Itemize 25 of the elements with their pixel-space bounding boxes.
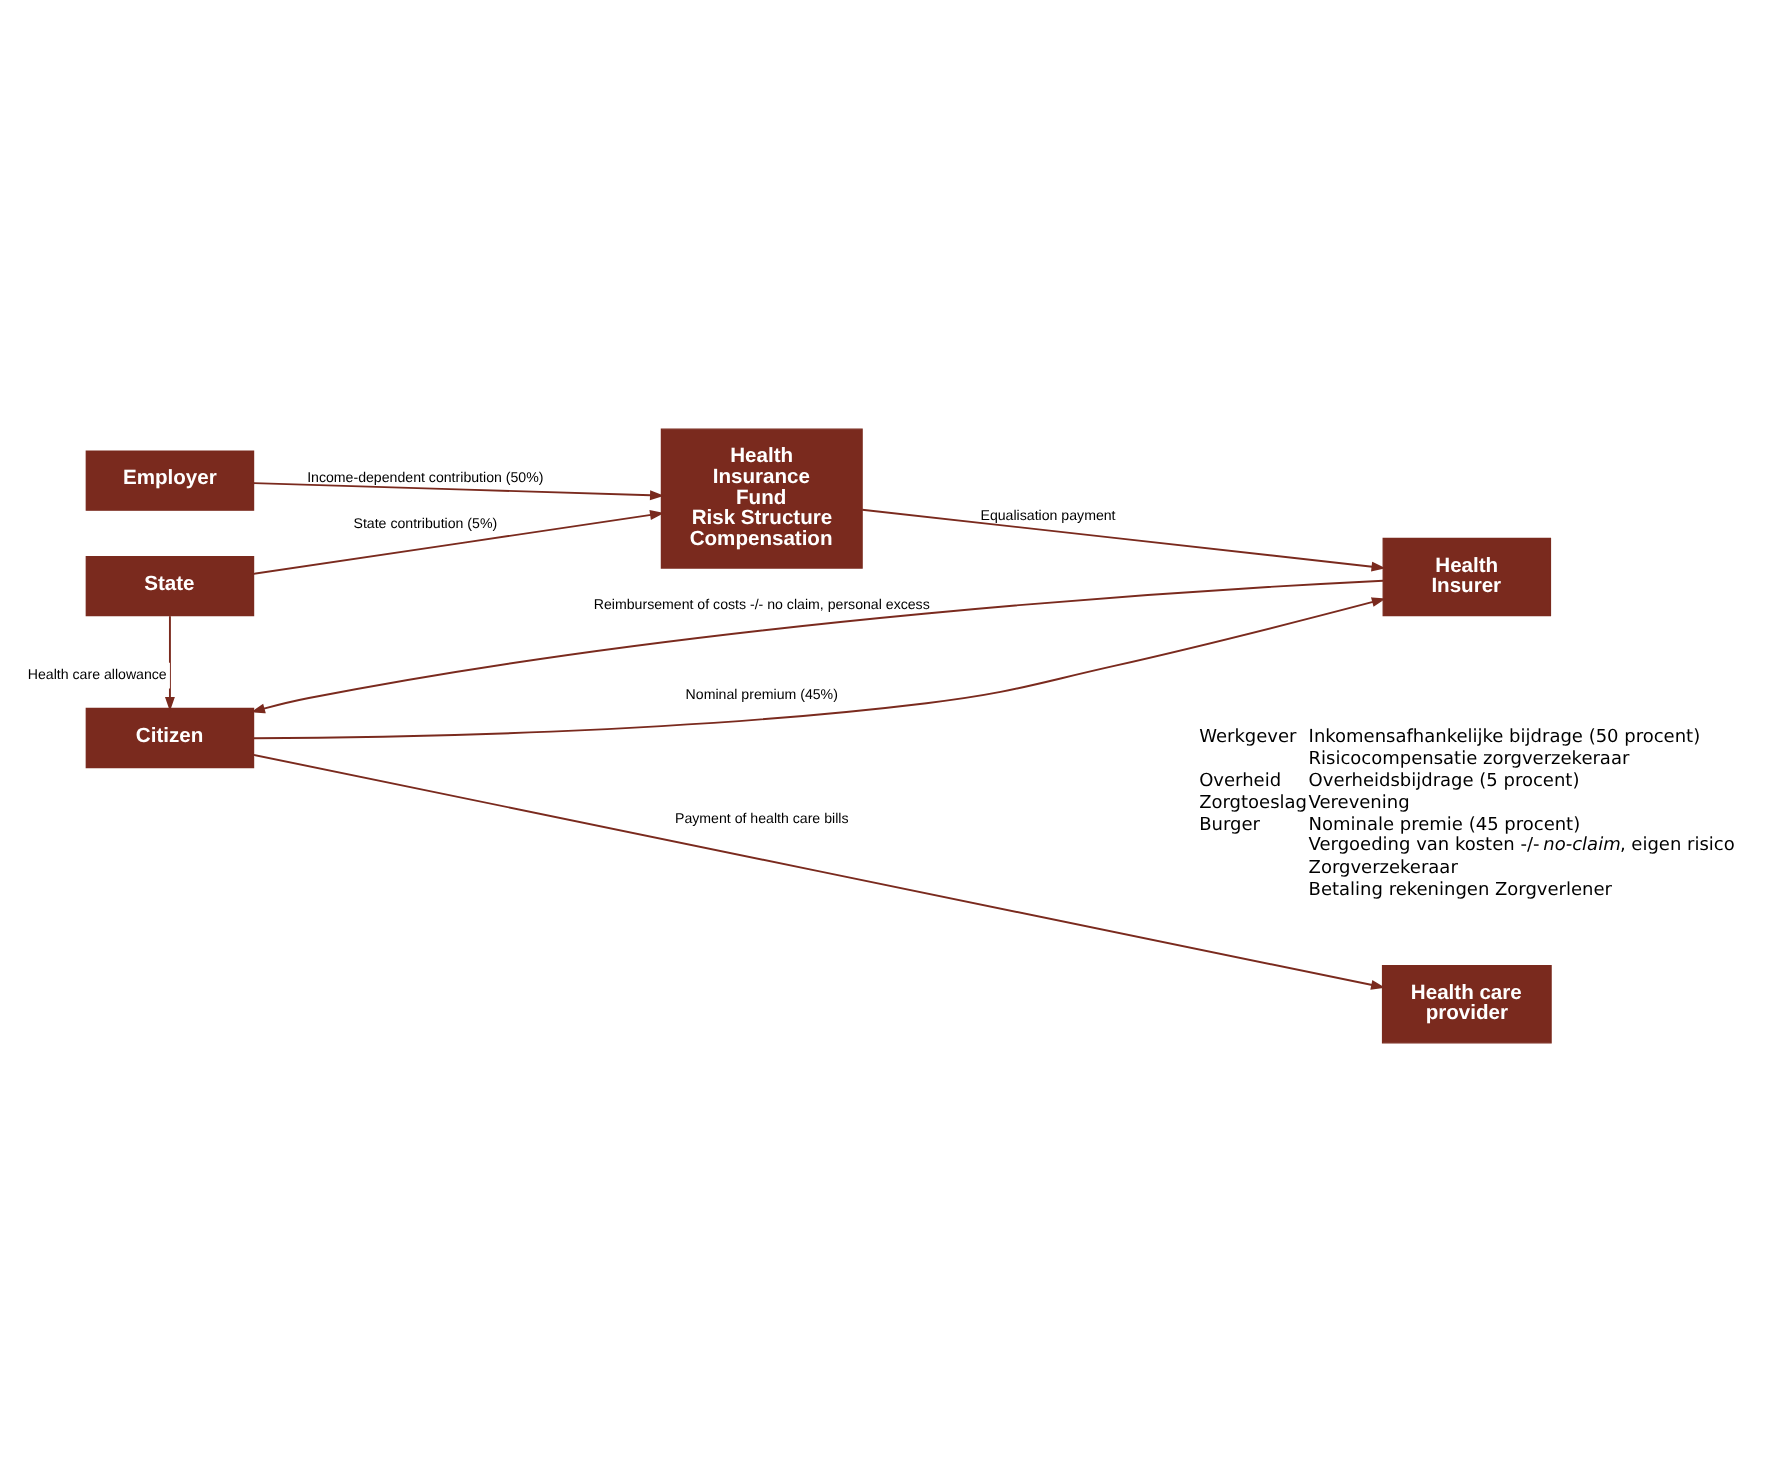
node-box: Health Insurance Fund Risk Structure Compensation [660,427,863,568]
node-box: Health Insurer [1382,536,1552,616]
arrow [252,596,1386,739]
arrow [164,614,175,711]
label: Overheidsbijdrage (5 procent) [1308,770,1580,791]
label: Inkomensafhankelijke bijdrage (50 procent) [1308,727,1701,748]
arrow [252,509,665,574]
label: Verevening [1308,792,1410,813]
label: Overheid [1199,770,1282,791]
label: Zorgverzekeraar [1308,858,1458,879]
arrow [250,578,1385,713]
label: Betaling rekeningen Zorgverlener [1308,880,1612,901]
label: Vergoeding van kosten -/- no-claim, eigen risico [1308,835,1735,856]
arrow [861,507,1386,571]
label: Nominale premie (45 procent) [1308,814,1581,835]
node-box: State [85,554,255,616]
arrow [252,752,1386,989]
node-box: Health care provider [1381,964,1552,1043]
arrow [252,481,665,500]
label: Zorgtoeslag [1199,792,1308,813]
label: Werkgever [1199,727,1297,748]
node-box: Citizen [85,706,255,768]
label: Risicocompensatie zorgverzekeraar [1308,748,1630,769]
label: Burger [1199,814,1260,835]
node-box: Employer [85,449,255,510]
